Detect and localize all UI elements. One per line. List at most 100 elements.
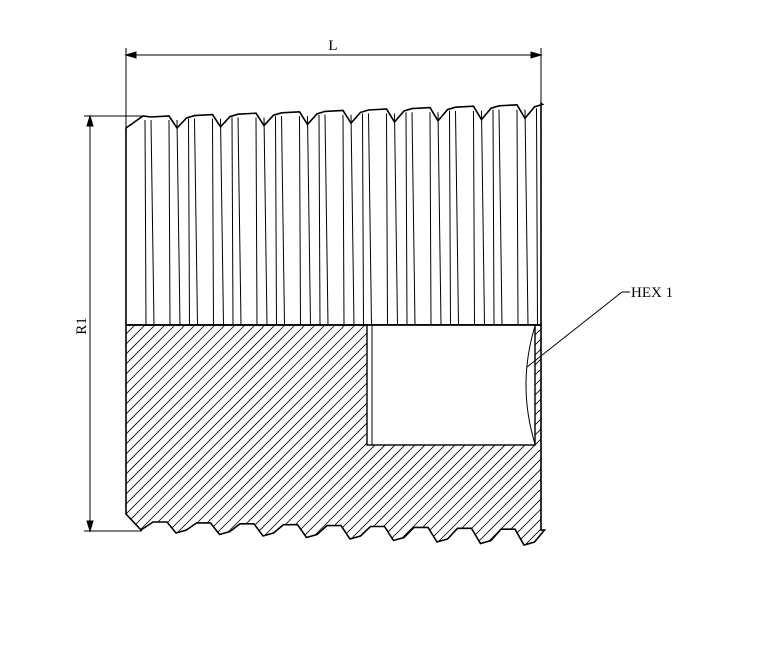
thread-lines [144,108,538,326]
hatch-line [690,300,782,560]
dimension-thread-arrow-bottom [86,520,94,533]
hatch-line [539,325,545,545]
thread-flank-line [411,112,416,326]
hatch-line [680,300,782,560]
hatch-line [0,300,50,560]
hatch-line [419,325,545,545]
hatch-line [640,300,782,560]
hatch-line [126,325,311,545]
thread-flank-line [188,118,190,326]
hatch-line [126,325,191,545]
hatch-line [0,300,100,560]
hatch-line [760,300,782,560]
hatch-line [700,300,782,560]
hatch-line [439,325,545,545]
thread-flank-line [263,117,268,326]
thread-flank-line [342,114,345,326]
hatch-line [519,325,545,545]
hatch-line [126,325,231,545]
thread-flank-line [516,109,519,326]
thread-flank-line [455,110,459,326]
hatch-line [126,325,361,545]
hatch-line [580,300,782,560]
hatch-line [126,325,291,545]
hatch-line [740,300,782,560]
dimension-length-arrow-left [124,51,137,59]
thread-flank-line [437,112,442,326]
plug-external-view [125,101,545,326]
hatch-line [499,325,545,545]
hatch-line [126,325,271,545]
thread-flank-line [386,113,388,326]
hatch-line [630,300,782,560]
hatch-line [489,325,545,545]
hatch-line [0,300,70,560]
thread-flank-line [324,114,329,326]
dimension-length-label: L [328,38,337,54]
hatch-line [0,300,30,560]
hatch-line [126,325,371,545]
hex-socket [366,324,536,446]
thread-flank-line [299,116,301,326]
dimension-thread [84,114,142,533]
hatch-line [600,300,782,560]
hatch-line [529,325,545,545]
thread-flank-line [194,118,198,326]
thread-flank-line [281,116,285,326]
hatch-line [570,300,782,560]
hatch-line [126,325,221,545]
thread-flank-line [275,116,277,326]
hatch-line [126,325,181,545]
hatch-line [590,300,782,560]
hex-socket-curve [525,325,536,445]
thread-flank-line [498,109,503,326]
thread-flank-line [473,110,475,326]
hatch-line [429,325,545,545]
thread-flank-line [362,113,364,326]
hatch-line [0,300,60,560]
hatch-line [126,325,251,545]
hatch-line [126,325,241,545]
hatch-line [126,325,301,545]
hatch-line [560,300,782,560]
hatch-line [650,300,782,560]
thread-flank-line [255,117,258,326]
hatch-line [610,300,782,560]
hatch-line [126,325,381,545]
hatch-line [126,325,351,545]
thread-flank-line [429,112,432,326]
hatch-line [469,325,545,545]
thread-flank-line [307,116,311,326]
hex-socket-cavity [366,324,536,446]
hatch-line [730,300,782,560]
thread-flank-line [144,119,147,326]
thread-flank-line [536,108,538,326]
thread-flank-line [220,118,224,326]
hatch-line [126,325,131,545]
hatch-line [0,300,40,560]
hatch-line [0,300,20,560]
hatch-line [126,325,141,545]
dimension-thread-arrow-top [86,114,94,127]
hex-callout [526,291,630,368]
hatch-line [129,325,391,545]
hex-callout-leader [526,291,623,368]
thread-flank-line [237,117,242,326]
thread-flank-line [481,110,485,326]
hatch-line [139,325,401,545]
section-outline [125,324,547,546]
hatch-line [126,325,331,545]
hatch-line [0,300,120,560]
hatch-line [660,300,782,560]
hatch-line [126,325,281,545]
thread-flank-line [524,109,529,326]
hatch-line [670,300,782,560]
hatch-line [0,300,10,560]
hatch-line [409,325,545,545]
thread-flank-line [492,109,495,326]
hatch-line [479,325,545,545]
hatch-line [710,300,782,560]
thread-flank-line [176,119,181,326]
hatch-line [770,300,782,560]
hatch-line [126,325,151,545]
